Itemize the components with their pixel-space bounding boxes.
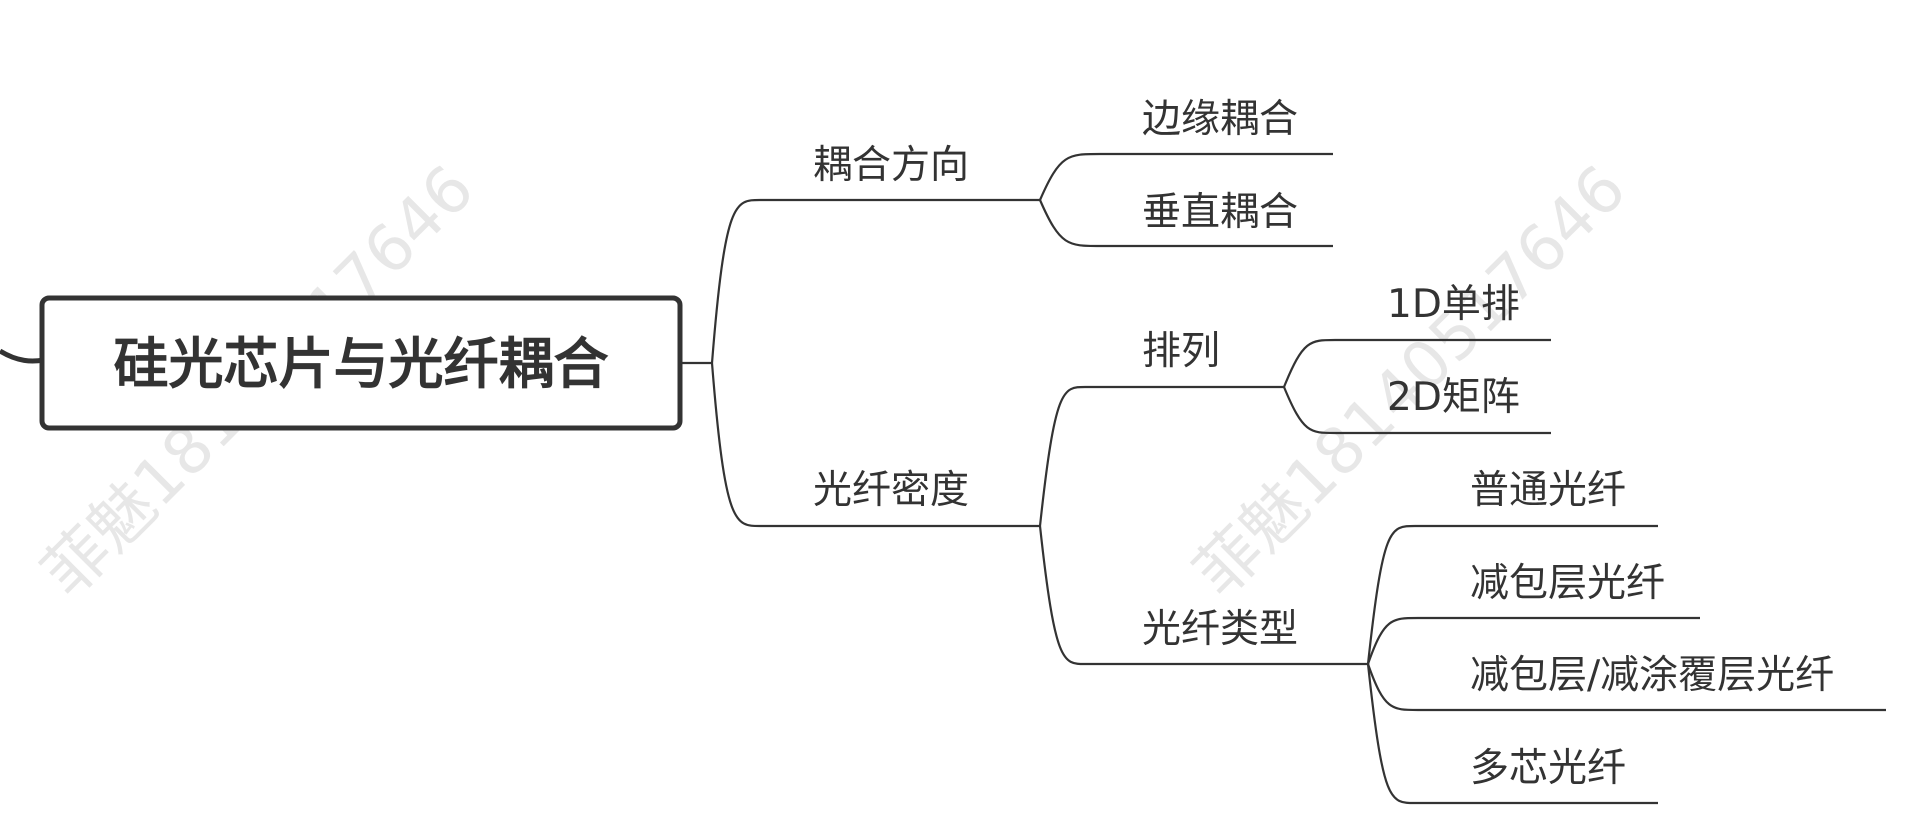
branch-lines-level1 <box>680 198 761 528</box>
branch-lines-fiber-type <box>1366 524 1419 805</box>
leaf-multicore-fiber[interactable]: 多芯光纤 <box>1415 746 1658 805</box>
leaf-2d-matrix[interactable]: 2D矩阵 <box>1335 375 1551 435</box>
branch-fiber-density[interactable]: 光纤密度 <box>760 468 1040 528</box>
leaf-label-1d-single-row: 1D单排 <box>1387 282 1520 327</box>
branch-lines-arrangement <box>1282 338 1336 435</box>
leaf-label-reduced-cladding-coating-fiber: 减包层/减涂覆层光纤 <box>1470 653 1834 698</box>
leaf-reduced-cladding-fiber[interactable]: 减包层光纤 <box>1418 561 1700 620</box>
leaf-label-multicore-fiber: 多芯光纤 <box>1470 746 1626 791</box>
leaf-reduced-cladding-coating-fiber[interactable]: 减包层/减涂覆层光纤 <box>1418 653 1886 712</box>
branch-label-fiber-density: 光纤密度 <box>813 468 969 513</box>
branch-lines-density <box>1038 385 1086 666</box>
branch-lines-coupling <box>1038 152 1101 248</box>
subbranch-arrangement[interactable]: 排列 <box>1085 329 1284 389</box>
subbranch-label-fiber-type: 光纤类型 <box>1142 607 1298 652</box>
leaf-edge-coupling[interactable]: 边缘耦合 <box>1100 97 1333 156</box>
root-node-label: 硅光芯片与光纤耦合 <box>113 332 608 396</box>
branch-label-coupling-direction: 耦合方向 <box>813 143 969 188</box>
leaf-label-standard-fiber: 普通光纤 <box>1470 468 1626 513</box>
leaf-label-2d-matrix: 2D矩阵 <box>1387 375 1520 420</box>
leaf-standard-fiber[interactable]: 普通光纤 <box>1415 468 1658 528</box>
leaf-label-edge-coupling: 边缘耦合 <box>1142 97 1298 142</box>
incoming-connector <box>0 348 45 364</box>
leaf-vertical-coupling[interactable]: 垂直耦合 <box>1100 190 1333 248</box>
leaf-1d-single-row[interactable]: 1D单排 <box>1335 282 1551 342</box>
leaf-label-reduced-cladding-fiber: 减包层光纤 <box>1470 561 1665 606</box>
branch-coupling-direction[interactable]: 耦合方向 <box>760 143 1040 202</box>
root-node[interactable]: 硅光芯片与光纤耦合 <box>39 295 683 431</box>
subbranch-fiber-type[interactable]: 光纤类型 <box>1085 607 1368 666</box>
leaf-label-vertical-coupling: 垂直耦合 <box>1142 190 1298 235</box>
subbranch-label-arrangement: 排列 <box>1142 329 1220 374</box>
